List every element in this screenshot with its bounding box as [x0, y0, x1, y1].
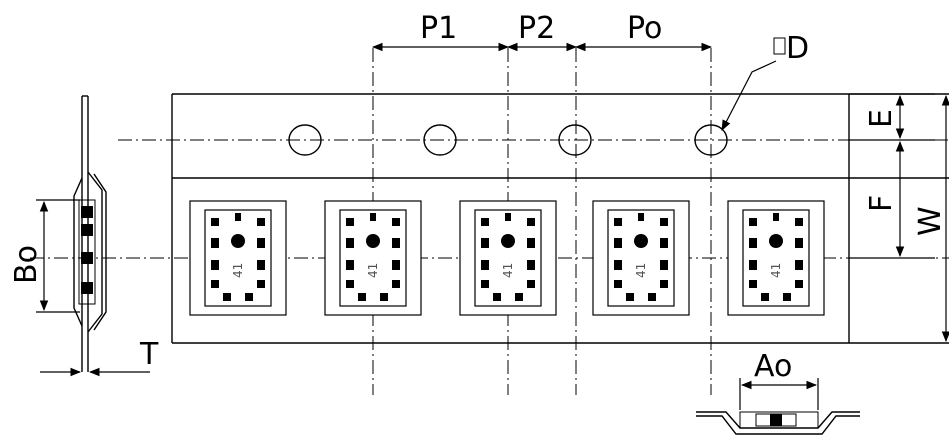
w-label: W: [913, 206, 948, 236]
component-pad: [235, 213, 241, 221]
sprocket-holes: [288, 124, 728, 156]
bo-label: Bo: [9, 245, 44, 284]
component-pad: [660, 218, 668, 226]
component-pad: [660, 238, 668, 248]
t-label: T: [139, 337, 159, 372]
d-label: D: [786, 31, 809, 66]
component-pad: [749, 238, 757, 248]
component-pad: [223, 293, 231, 301]
component-pad: [392, 280, 400, 288]
component-pad: [257, 218, 265, 226]
tape-body: [171, 93, 949, 344]
component-marking: 41: [769, 263, 783, 278]
sprocket-hole: [288, 124, 322, 156]
pockets: 41 41 41 41 41: [189, 200, 825, 316]
component-pad: [257, 238, 265, 248]
pin1-marker: [634, 234, 648, 248]
component-pad: [648, 293, 656, 301]
pocket: 41: [592, 200, 690, 316]
component-pad: [346, 218, 354, 226]
component-pad: [660, 260, 668, 270]
component-pad: [795, 280, 803, 288]
pin1-marker: [366, 234, 380, 248]
component-pad: [795, 238, 803, 248]
component-pad: [527, 218, 535, 226]
cross-section: Ao: [696, 349, 860, 435]
component-pad: [481, 280, 489, 288]
component-pad: [481, 238, 489, 248]
p1-label: P1: [420, 11, 457, 46]
component-pad: [211, 280, 219, 288]
component-marking: 41: [634, 263, 648, 278]
component-marking: 41: [501, 263, 515, 278]
component-pad: [783, 293, 791, 301]
component-pad: [527, 260, 535, 270]
sprocket-hole: [694, 124, 728, 156]
component-marking: 41: [366, 263, 380, 278]
component-pad: [527, 280, 535, 288]
component-pad: [346, 238, 354, 248]
component-pad: [614, 218, 622, 226]
component-pad: [614, 260, 622, 270]
component-pad: [614, 238, 622, 248]
component-pad: [392, 218, 400, 226]
component-pad: [211, 218, 219, 226]
component-pad: [481, 260, 489, 270]
pitch-dimensions: P1 P2 Po: [371, 11, 713, 52]
f-label: F: [864, 195, 899, 212]
component-pad: [660, 280, 668, 288]
component-pad: [392, 260, 400, 270]
pin1-marker: [769, 234, 783, 248]
width-dimensions: E F W: [849, 93, 949, 343]
sprocket-hole: [558, 124, 592, 156]
hole-diameter-callout: D: [721, 31, 809, 131]
component-pad: [749, 218, 757, 226]
pocket: 41: [459, 200, 557, 316]
diameter-symbol: [773, 37, 786, 55]
component-pad: [481, 218, 489, 226]
component-pad: [761, 293, 769, 301]
pin1-marker: [501, 234, 515, 248]
component-pad: [795, 218, 803, 226]
pocket: 41: [324, 200, 422, 316]
component-pad: [773, 213, 779, 221]
p2-label: P2: [518, 11, 555, 46]
component-pad: [749, 260, 757, 270]
sprocket-hole: [423, 124, 457, 156]
component-pad: [392, 238, 400, 248]
component-pad: [515, 293, 523, 301]
component-marking: 41: [231, 263, 245, 278]
ao-label: Ao: [754, 349, 792, 384]
component-pad: [211, 260, 219, 270]
component-pad: [346, 280, 354, 288]
po-label: Po: [627, 11, 662, 46]
component-pad: [505, 213, 511, 221]
component-pad: [638, 213, 644, 221]
component-pad: [257, 280, 265, 288]
component-pad: [749, 280, 757, 288]
component-pad: [380, 293, 388, 301]
component-pad: [795, 260, 803, 270]
side-profile: Bo T: [9, 95, 159, 377]
component-pad: [527, 238, 535, 248]
component-pad: [614, 280, 622, 288]
pocket: 41: [727, 200, 825, 316]
pocket: 41: [189, 200, 287, 316]
component-pad: [626, 293, 634, 301]
component-pad: [493, 293, 501, 301]
component-pad: [370, 213, 376, 221]
component-pad: [211, 238, 219, 248]
e-label: E: [864, 109, 899, 128]
pin1-marker: [231, 234, 245, 248]
component-pad: [245, 293, 253, 301]
component-pad: [358, 293, 366, 301]
component-pad: [257, 260, 265, 270]
component-pad: [346, 260, 354, 270]
